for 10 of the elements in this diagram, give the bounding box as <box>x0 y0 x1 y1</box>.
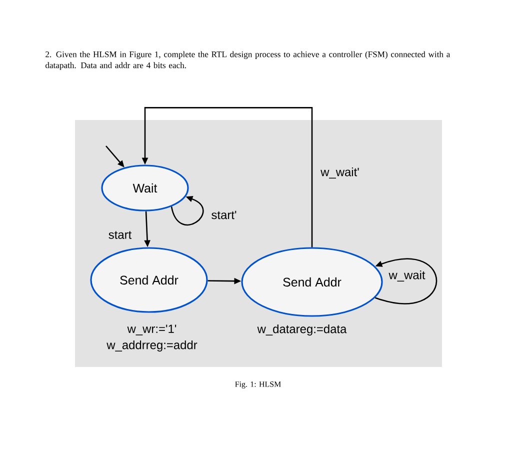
edge-label: start <box>108 231 132 239</box>
arrow <box>170 196 204 226</box>
state-action: w_addrreg:=addr <box>106 340 198 352</box>
arrow <box>374 258 438 304</box>
edge-label: w_wait <box>388 270 426 282</box>
edge-label: start' <box>212 210 236 220</box>
state-action: w_wr:='1' <box>127 324 176 336</box>
state-action: w_datareg:=data <box>257 324 347 336</box>
question-text: 2. Given the HLSM in Figure 1, complete the RTL design process to achieve a controller (FSM) connected with a datapath. Data and addr are 4 bits each. <box>46 51 450 70</box>
edge-label: w_wait' <box>320 168 359 179</box>
